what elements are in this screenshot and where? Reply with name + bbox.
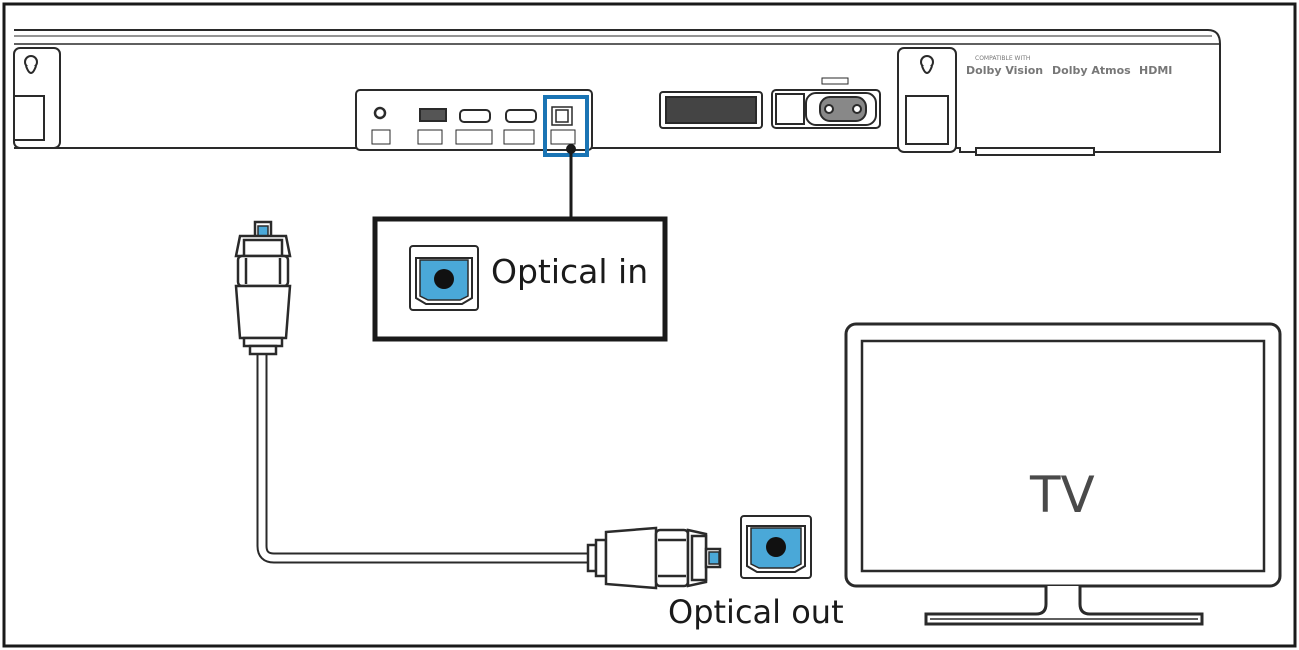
optical-port-icon	[740, 515, 812, 579]
dolby-vision-logo: Dolby Vision	[966, 64, 1043, 77]
tv-icon	[844, 322, 1282, 626]
optical-in-label: Optical in	[491, 252, 649, 291]
compatible-with-text: COMPATIBLE WITH	[975, 55, 1030, 62]
callout-dot	[566, 144, 576, 154]
optical-port-icon	[409, 245, 479, 311]
optical-plug-icon	[234, 220, 292, 356]
dolby-atmos-logo: Dolby Atmos	[1052, 64, 1131, 77]
optical-cable	[256, 352, 590, 564]
soundbar-icon	[13, 29, 1221, 156]
optical-out-label: Optical out	[668, 593, 844, 631]
optical-port-highlight	[543, 95, 589, 157]
hdmi-logo: HDMI	[1139, 64, 1172, 77]
optical-plug-icon	[586, 526, 722, 590]
tv-label: TV	[1030, 466, 1095, 524]
